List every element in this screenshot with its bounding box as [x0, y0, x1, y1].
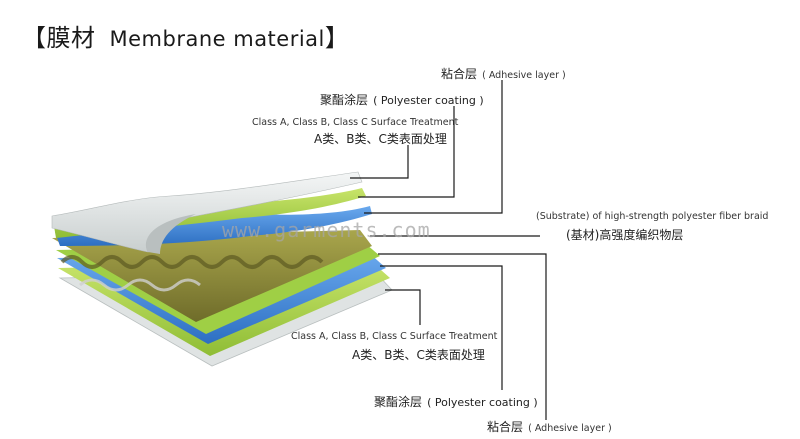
- page-title: 【膜材 Membrane material】: [22, 18, 349, 53]
- label-bottom-surface-en: Class A, Class B, Class C Surface Treatm…: [291, 331, 498, 342]
- label-top-polyester-en: ( Polyester coating ): [373, 94, 484, 107]
- fabric-weave-2: [79, 278, 201, 292]
- label-bottom-polyester-cn: 聚酯涂层: [374, 395, 423, 409]
- leader-bottom-adhesive: [378, 253, 547, 420]
- top-white-layer: [51, 171, 363, 253]
- watermark: www.garments.com: [222, 218, 431, 242]
- label-top-adhesive-cn: 粘合层: [441, 67, 478, 81]
- title-en: Membrane material: [109, 27, 325, 51]
- label-bottom-adhesive: 粘合层 ( Adhesive layer ): [487, 416, 612, 435]
- label-top-surface-cn: A类、B类、C类表面处理: [314, 132, 447, 146]
- label-top-adhesive: 粘合层 ( Adhesive layer ): [441, 63, 566, 82]
- title-cn: 膜材: [46, 24, 96, 52]
- top-white-curl: [146, 214, 196, 254]
- leader-bottom-polyester: [380, 265, 503, 390]
- label-substrate-en: (Substrate) of high-strength polyester f…: [536, 211, 769, 222]
- leader-bottom-surface: [385, 289, 421, 325]
- label-bottom-adhesive-en: ( Adhesive layer ): [528, 423, 612, 434]
- label-top-polyester-cn: 聚酯涂层: [320, 93, 369, 107]
- label-bottom-surface-cn: A类、B类、C类表面处理: [352, 348, 485, 362]
- leader-lines: [350, 80, 547, 420]
- title-bracket-close: 】: [324, 24, 350, 52]
- leader-top-polyester: [358, 106, 455, 198]
- label-bottom-adhesive-cn: 粘合层: [487, 420, 524, 434]
- label-top-adhesive-en: ( Adhesive layer ): [482, 70, 566, 81]
- fabric-layer: [52, 230, 372, 322]
- title-bracket-open: 【: [22, 24, 47, 52]
- label-bottom-polyester-en: ( Polyester coating ): [427, 396, 538, 409]
- leader-top-adhesive: [364, 80, 503, 214]
- leader-top-surface: [350, 145, 409, 179]
- label-top-polyester: 聚酯涂层 ( Polyester coating ): [320, 89, 484, 108]
- label-bottom-polyester: 聚酯涂层 ( Polyester coating ): [374, 391, 538, 410]
- label-substrate-cn: (基材)高强度编织物层: [566, 228, 684, 242]
- label-top-surface-en: Class A, Class B, Class C Surface Treatm…: [252, 117, 459, 128]
- fabric-weave: [60, 255, 324, 269]
